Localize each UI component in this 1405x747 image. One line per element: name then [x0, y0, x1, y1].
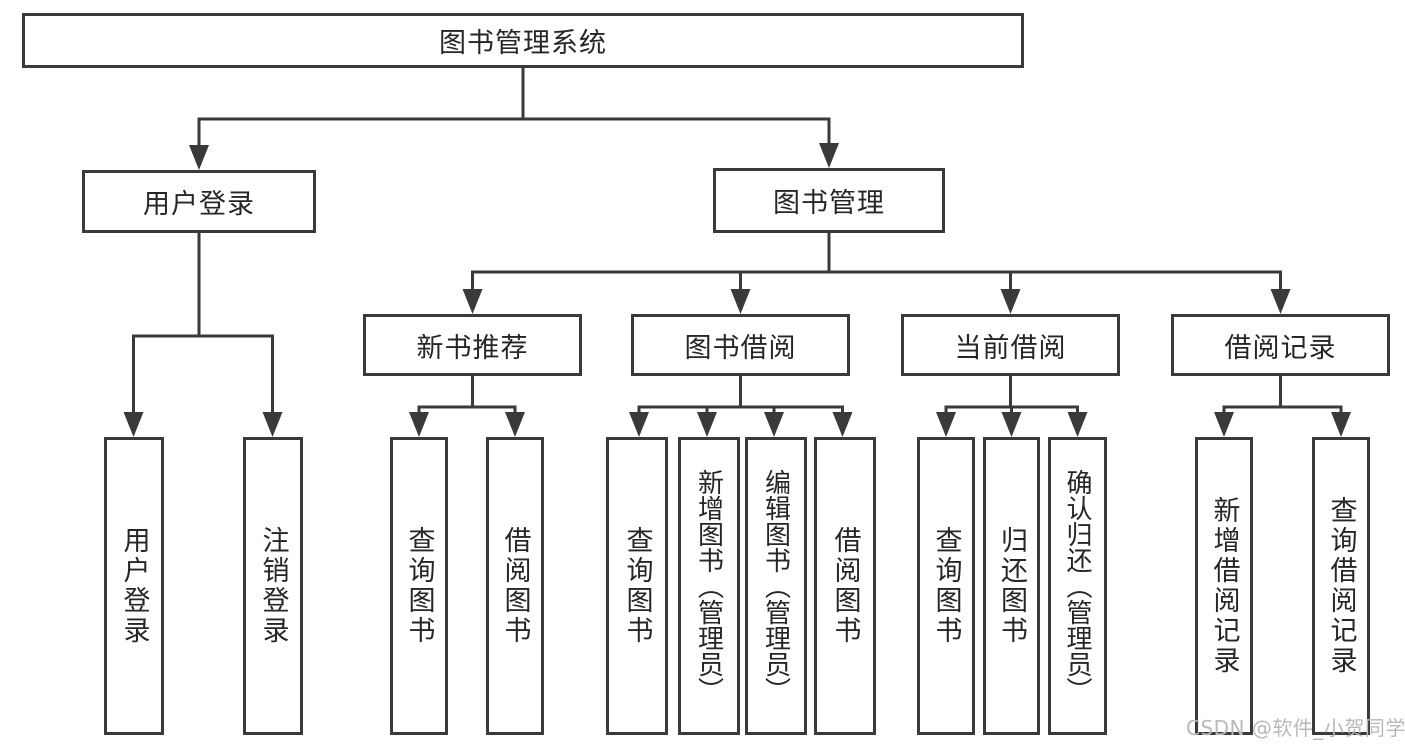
node-system-root: 图书管理系统 — [22, 13, 1024, 68]
leaf-confirm-return-admin: 确认归还（管理员） — [1048, 437, 1107, 735]
leaf-query-books-recommend: 查询图书 — [390, 437, 448, 735]
node-book-management-branch: 图书管理 — [713, 168, 945, 233]
node-user-login-branch: 用户登录 — [82, 170, 316, 233]
leaf-add-borrow-record: 新增借阅记录 — [1195, 437, 1253, 735]
node-borrowing-records: 借阅记录 — [1171, 314, 1390, 376]
node-book-borrowing: 图书借阅 — [631, 314, 850, 376]
node-current-borrowing: 当前借阅 — [901, 314, 1120, 376]
node-new-book-recommend: 新书推荐 — [363, 314, 582, 376]
leaf-query-books-borrowing: 查询图书 — [606, 437, 668, 735]
leaf-logout: 注销登录 — [243, 437, 303, 735]
leaf-query-books-current: 查询图书 — [917, 437, 975, 735]
leaf-user-login: 用户登录 — [104, 437, 164, 735]
leaf-query-borrow-record: 查询借阅记录 — [1312, 437, 1370, 735]
csdn-watermark: CSDN @软件_小贺同学 — [1186, 716, 1405, 740]
leaf-return-books: 归还图书 — [983, 437, 1040, 735]
leaf-borrow-books-borrowing: 借阅图书 — [814, 437, 876, 735]
leaf-add-books-admin: 新增图书（管理员） — [678, 437, 740, 735]
leaf-edit-books-admin: 编辑图书（管理员） — [745, 437, 807, 735]
leaf-borrow-books-recommend: 借阅图书 — [486, 437, 544, 735]
